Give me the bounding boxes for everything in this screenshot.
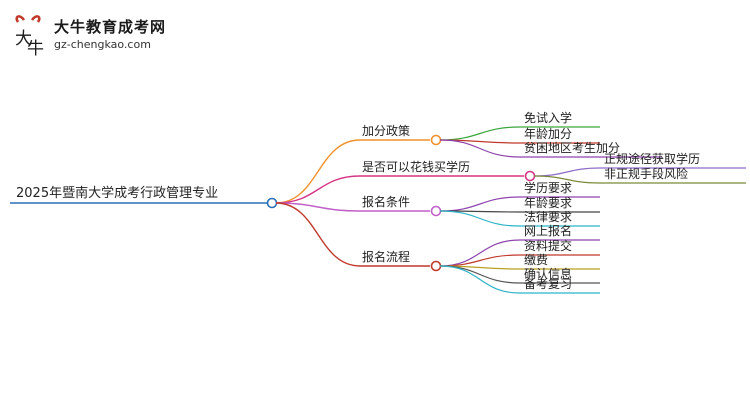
branch-4-child-2-connector	[439, 254, 521, 267]
branch-4-child-3-label: 缴费	[524, 253, 549, 267]
branch-4-child-5-connector	[439, 265, 521, 294]
svg-text:牛: 牛	[27, 39, 44, 58]
branch-3-node	[430, 205, 442, 217]
branch-4-label: 报名流程	[362, 250, 411, 264]
branch-4-child-1-connector	[439, 239, 521, 267]
branch-4-child-1-label: 网上报名	[524, 224, 573, 238]
branch-3-connector	[275, 202, 361, 212]
branch-1-node	[430, 134, 442, 146]
branch-2-label: 是否可以花钱买学历	[362, 160, 471, 174]
branch-1-child-1-connector	[439, 126, 521, 141]
branch-1-child-3-connector	[439, 139, 521, 158]
root-node	[266, 197, 278, 209]
branch-4-node	[430, 260, 442, 272]
branch-2-child-2-connector	[533, 175, 601, 184]
branch-2-connector	[275, 175, 361, 204]
logo-domain: gz-chengkao.com	[54, 38, 151, 51]
branch-1-child-1-label: 免试入学	[524, 111, 573, 125]
bull-logo-icon: 大 牛	[15, 15, 44, 58]
root-topic-label: 2025年暨南大学成考行政管理专业	[16, 186, 219, 201]
branch-4-child-2-label: 资料提交	[524, 239, 573, 253]
branch-1-label: 加分政策	[362, 124, 411, 138]
branch-1-child-2-label: 年龄加分	[524, 127, 573, 141]
svg-text:大: 大	[15, 29, 32, 49]
branch-1-connector	[275, 139, 361, 204]
branch-2-node	[524, 170, 536, 182]
branch-4-connector	[275, 202, 361, 267]
branch-4-child-5-label: 备考复习	[524, 277, 573, 291]
branch-3-child-3-connector	[439, 210, 521, 227]
branch-3-child-1-connector	[439, 196, 521, 212]
branch-2-child-1-connector	[533, 167, 601, 177]
branch-1-child-3-label: 贫困地区考生加分	[524, 141, 621, 155]
branch-3-child-3-label: 法律要求	[524, 210, 573, 224]
branch-2-child-2-label: 非正规手段风险	[604, 167, 689, 181]
branch-3-child-2-label: 年龄要求	[524, 196, 573, 210]
branch-3-label: 报名条件	[362, 195, 411, 209]
logo-title: 大牛教育成考网	[54, 18, 167, 36]
branch-2-child-1-label: 正规途径获取学历	[604, 152, 701, 166]
branch-4-child-4-label: 确认信息	[524, 267, 573, 281]
branch-3-child-1-label: 学历要求	[524, 181, 573, 195]
site-logo: 大 牛 大牛教育成考网 gz-chengkao.com	[10, 12, 180, 58]
